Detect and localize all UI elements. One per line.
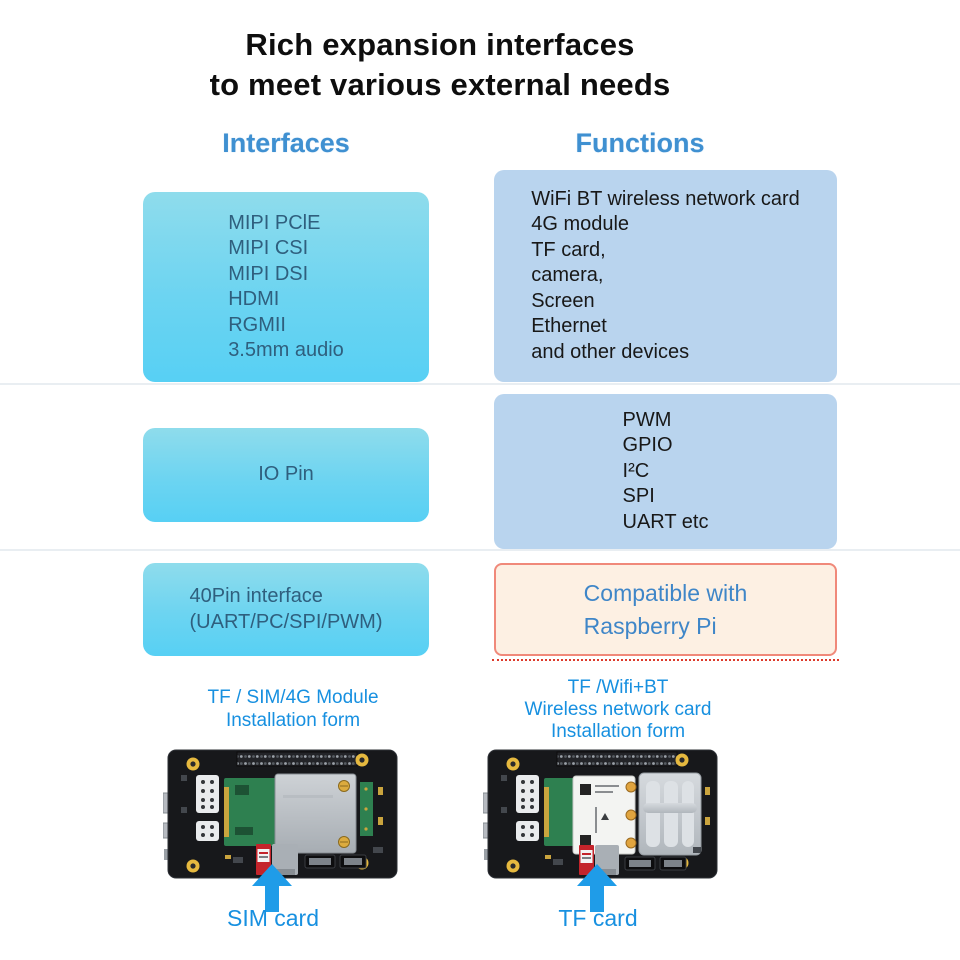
text-line: HDMI bbox=[228, 288, 280, 310]
text-line: 4G module bbox=[531, 213, 630, 236]
text-line: Screen bbox=[531, 289, 595, 312]
column-header-interfaces: Interfaces bbox=[222, 128, 350, 158]
text-line: MIPI CSI bbox=[228, 237, 309, 259]
board-caption-tf: TF /Wifi+BT Wireless network card Instal… bbox=[468, 677, 768, 743]
interface-box-40pin: 40Pin interface (UART/PC/SPI/PWM) bbox=[143, 563, 429, 656]
interface-box-mipi: MIPI PClE MIPI CSI MIPI DSI HDMI RGMII 3… bbox=[143, 192, 429, 382]
tf-wifi-board-photo bbox=[482, 747, 721, 883]
text-line: UART etc bbox=[622, 510, 709, 533]
text-line: camera, bbox=[531, 264, 604, 287]
text-line: I²C bbox=[622, 459, 650, 482]
text-line: Installation form bbox=[550, 721, 686, 742]
text-line: TF card, bbox=[531, 238, 606, 261]
up-arrow-icon bbox=[577, 864, 617, 912]
card-label-sim: SIM card bbox=[226, 905, 320, 931]
text-line: WiFi BT wireless network card bbox=[531, 187, 800, 210]
compatible-box-lines: Compatible with Raspberry Pi bbox=[584, 577, 748, 643]
interface-box-mipi-lines: MIPI PClE MIPI CSI MIPI DSI HDMI RGMII 3… bbox=[228, 211, 344, 364]
page-title-line1: Rich expansion interfaces bbox=[245, 27, 635, 62]
column-header-functions: Functions bbox=[575, 128, 705, 158]
text-line: 3.5mm audio bbox=[228, 339, 344, 361]
text-line: Compatible with bbox=[583, 579, 748, 606]
card-label-tf: TF card bbox=[558, 905, 638, 931]
compatible-box-dotted-edge bbox=[492, 659, 839, 661]
text-line: GPIO bbox=[622, 434, 673, 457]
text-line: PWM bbox=[622, 408, 672, 431]
function-box-devices: WiFi BT wireless network card 4G module … bbox=[494, 170, 837, 382]
text-line: MIPI DSI bbox=[228, 262, 309, 285]
text-line: Ethernet bbox=[531, 315, 607, 338]
page-title-line2: to meet various external needs bbox=[209, 67, 671, 102]
row-divider-1 bbox=[0, 383, 960, 385]
page-title: Rich expansion interfaces to meet variou… bbox=[0, 25, 880, 105]
text-line: SPI bbox=[622, 485, 655, 508]
text-line: TF / SIM/4G Module bbox=[207, 687, 379, 708]
text-line: 40Pin interface bbox=[189, 585, 323, 607]
text-line: Wireless network card bbox=[524, 699, 712, 720]
text-line: Installation form bbox=[225, 710, 361, 731]
interface-box-40pin-lines: 40Pin interface (UART/PC/SPI/PWM) bbox=[190, 584, 383, 635]
text-line: TF /Wifi+BT bbox=[567, 677, 669, 698]
text-line: (UART/PC/SPI/PWM) bbox=[189, 610, 383, 633]
text-line: MIPI PClE bbox=[228, 211, 321, 234]
function-box-buses-lines: PWM GPIO I²C SPI UART etc bbox=[623, 408, 709, 536]
board-caption-sim: TF / SIM/4G Module Installation form bbox=[143, 686, 443, 732]
function-box-buses: PWM GPIO I²C SPI UART etc bbox=[494, 394, 837, 549]
row-divider-2 bbox=[0, 549, 960, 551]
up-arrow-icon bbox=[252, 864, 292, 912]
interface-box-iopin: IO Pin bbox=[143, 428, 429, 522]
function-box-devices-lines: WiFi BT wireless network card 4G module … bbox=[531, 187, 800, 366]
text-line: RGMII bbox=[228, 313, 286, 336]
sim-4g-board-photo bbox=[162, 747, 401, 883]
interface-box-iopin-lines: IO Pin bbox=[258, 462, 314, 488]
text-line: Raspberry Pi bbox=[583, 612, 717, 639]
text-line: and other devices bbox=[531, 340, 690, 363]
text-line: IO Pin bbox=[258, 463, 314, 486]
compatible-raspberry-pi-box: Compatible with Raspberry Pi bbox=[494, 563, 837, 656]
